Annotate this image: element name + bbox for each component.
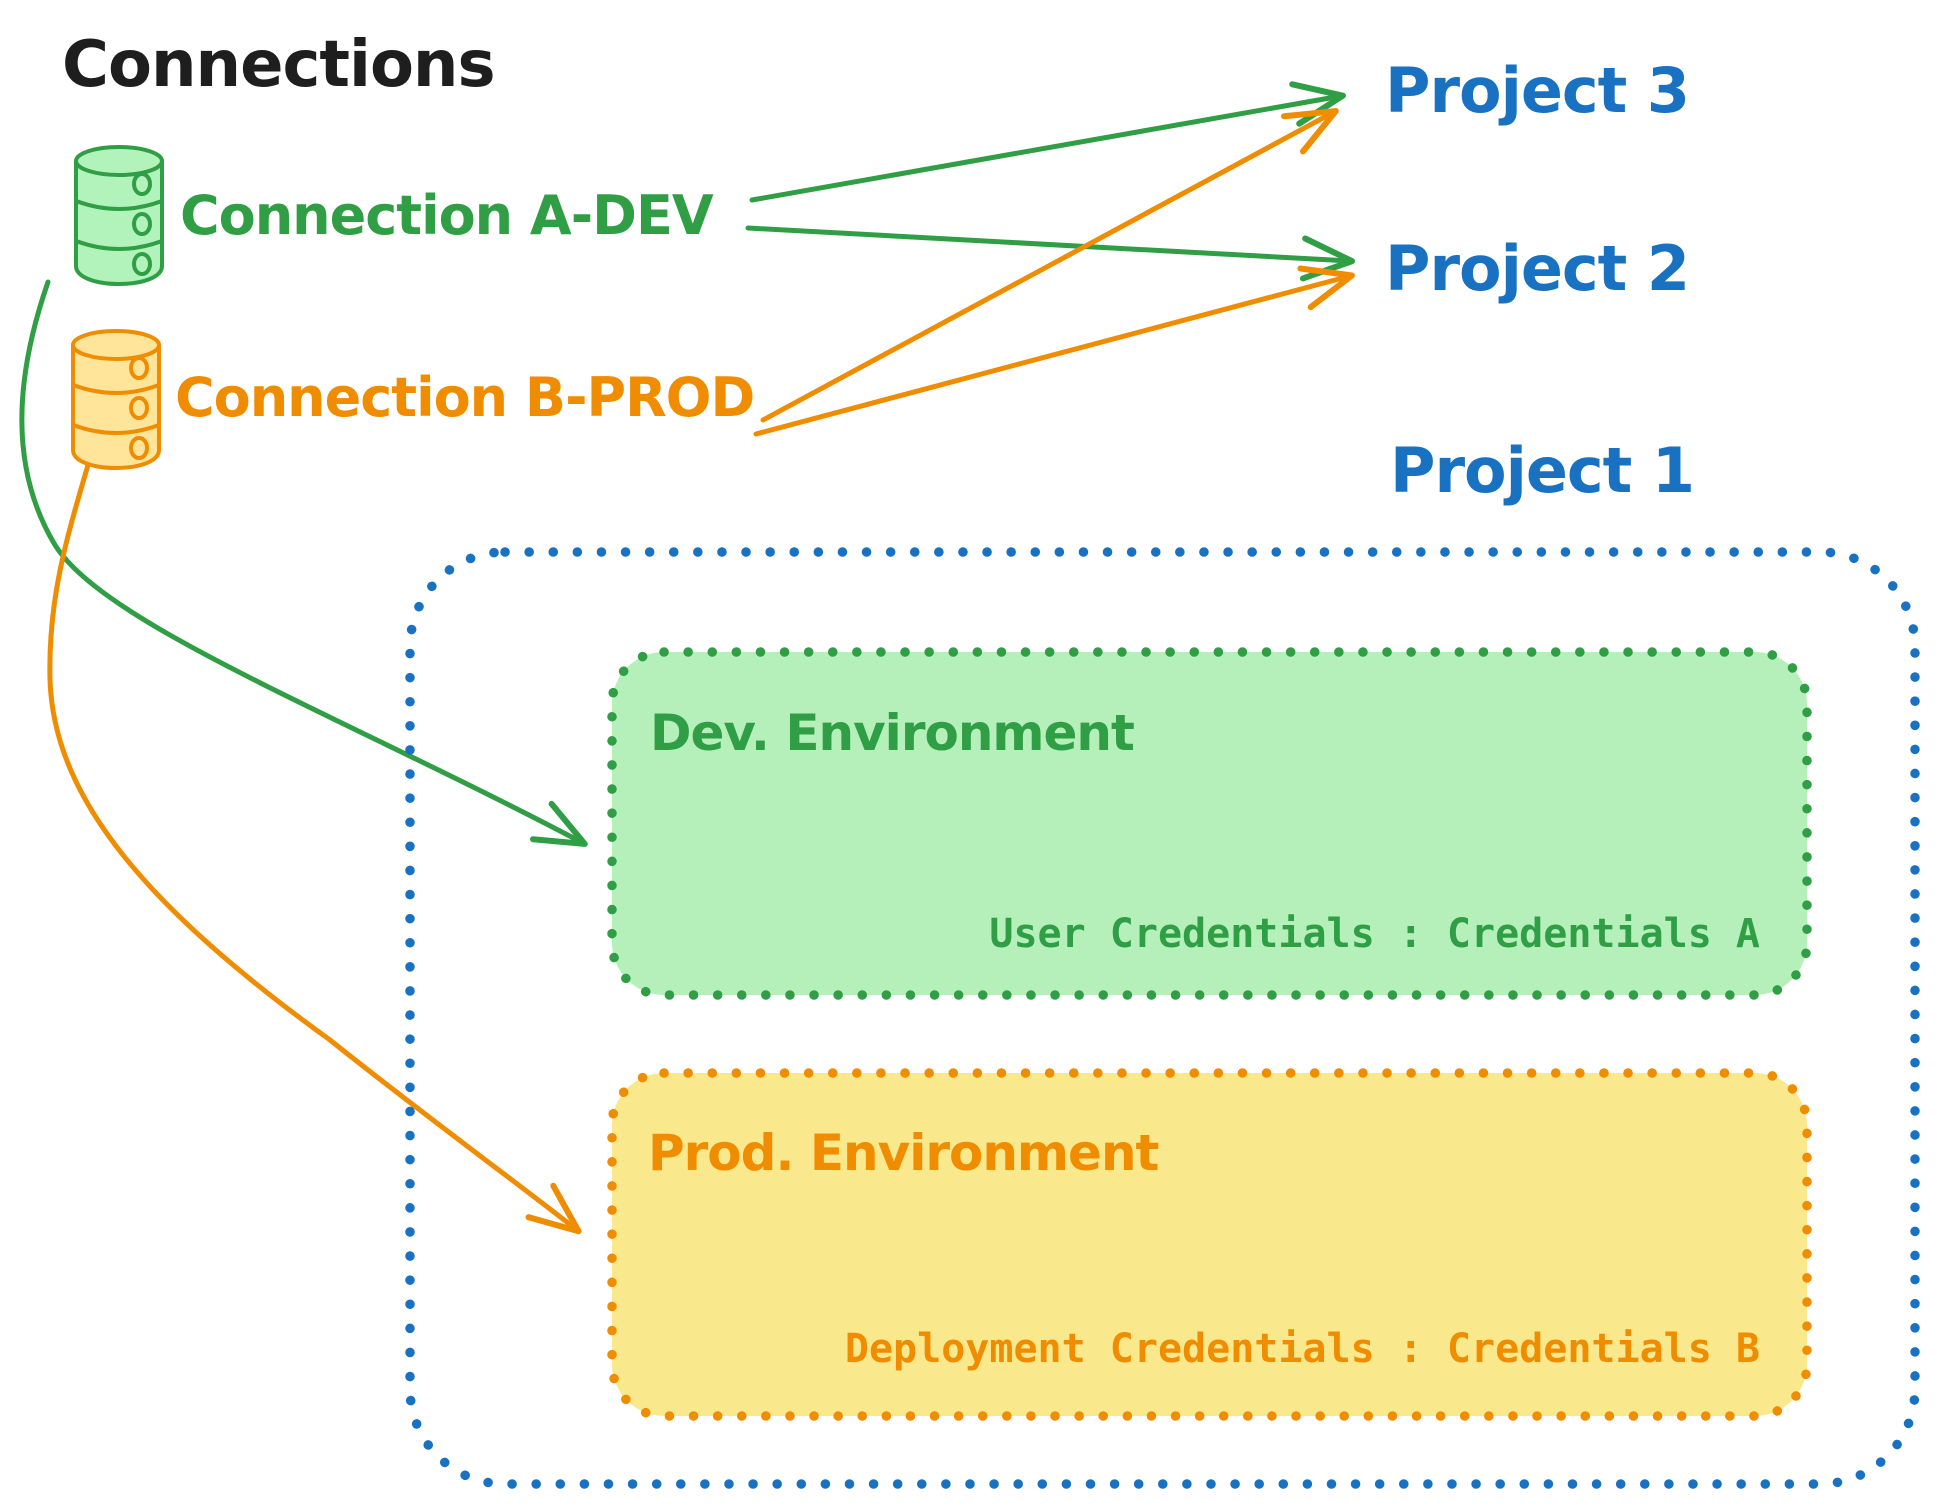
- project-1-container[interactable]: [405, 547, 1920, 1489]
- database-icon-prod[interactable]: [71, 329, 161, 471]
- arrow-adev-project3[interactable]: [749, 81, 1346, 203]
- dev-environment-title: Dev. Environment: [650, 704, 1134, 762]
- dev-environment-rect[interactable]: [607, 647, 1812, 1000]
- connection-a-dev-label[interactable]: Connection A-DEV: [180, 184, 715, 247]
- arrow-bprod-project3[interactable]: [760, 108, 1339, 423]
- prod-environment-title: Prod. Environment: [648, 1124, 1159, 1182]
- project-2-label[interactable]: Project 2: [1385, 232, 1690, 305]
- arrow-bprod-project2[interactable]: [753, 265, 1355, 437]
- arrow-bprod-prod-environment[interactable]: [47, 462, 582, 1235]
- connections-title: Connections: [62, 28, 495, 102]
- project-1-label[interactable]: Project 1: [1390, 434, 1695, 507]
- prod-environment-credentials: Deployment Credentials : Credentials B: [845, 1326, 1760, 1372]
- database-icon-dev[interactable]: [74, 145, 164, 287]
- dev-environment-box[interactable]: Dev. Environment User Credentials : Cred…: [607, 647, 1812, 1000]
- prod-environment-box[interactable]: Prod. Environment Deployment Credentials…: [607, 1068, 1812, 1421]
- arrow-adev-dev-environment[interactable]: [19, 279, 588, 847]
- arrow-adev-project2[interactable]: [745, 225, 1355, 282]
- dev-environment-credentials: User Credentials : Credentials A: [989, 911, 1760, 957]
- connection-b-prod-label[interactable]: Connection B-PROD: [175, 366, 755, 429]
- project-3-label[interactable]: Project 3: [1385, 54, 1690, 127]
- prod-environment-rect[interactable]: [607, 1068, 1812, 1421]
